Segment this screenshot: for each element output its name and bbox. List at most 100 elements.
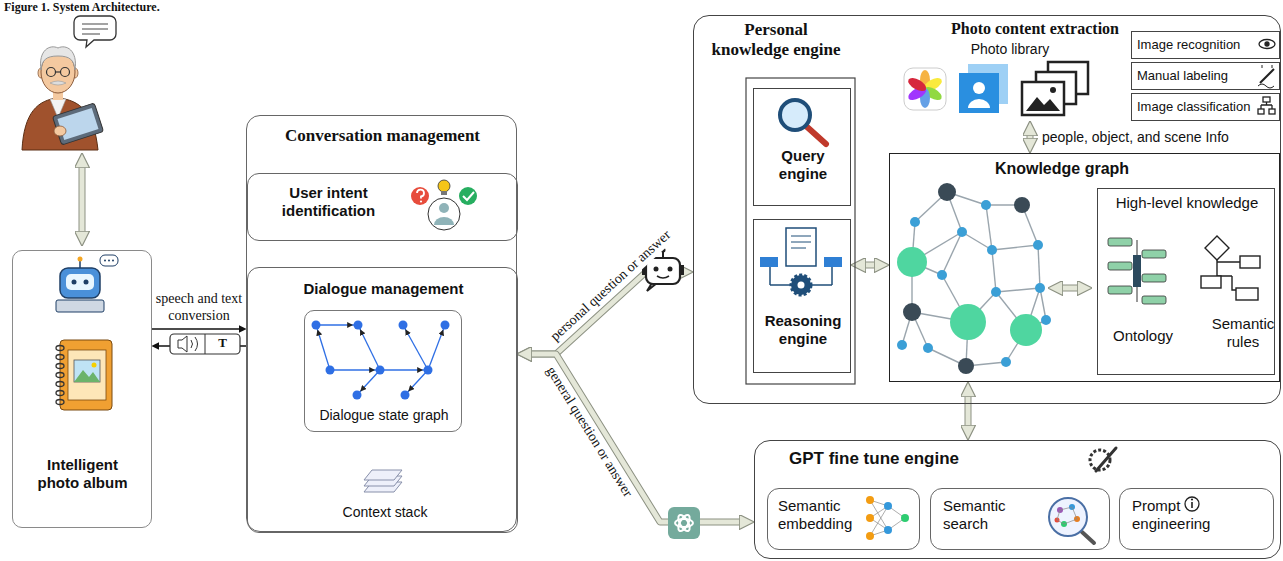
engine-column-frame xyxy=(746,78,855,384)
user-intent-icon xyxy=(428,198,460,230)
node-title: Manual labeling xyxy=(1137,68,1260,84)
photo-album-icon xyxy=(74,370,100,382)
ontology-icon xyxy=(1133,255,1141,287)
search-icon xyxy=(1049,498,1094,543)
robot-icon xyxy=(60,268,100,298)
connector-arrow xyxy=(531,354,740,522)
magnifier-icon xyxy=(780,100,810,130)
knowledge-network xyxy=(950,304,986,340)
robot-icon xyxy=(56,255,118,312)
process-box: User intent identification xyxy=(247,173,518,241)
knowledge-network xyxy=(903,303,921,321)
photo-album-icon xyxy=(92,363,97,368)
gpt-logo xyxy=(668,507,700,539)
reasoning-icon xyxy=(791,248,806,249)
robot-icon xyxy=(112,260,114,262)
connector-arrow xyxy=(531,354,740,522)
knowledge-network xyxy=(992,245,1038,250)
dialogue-state-graph xyxy=(403,325,428,370)
speech-text-icon xyxy=(191,340,193,348)
knowledge-network xyxy=(1001,357,1011,367)
dialogue-state-graph xyxy=(428,325,445,370)
graph-box: Dialogue state graph xyxy=(304,310,462,432)
connector-label: general question or answer xyxy=(541,362,637,502)
photo-library-icons xyxy=(973,82,985,94)
photo-album-icon xyxy=(56,373,64,378)
elderly-user-figure xyxy=(61,68,70,77)
dialogue-state-graph xyxy=(312,321,450,400)
reasoning-icon xyxy=(770,284,790,286)
knowledge-network xyxy=(991,287,1001,297)
double-arrow xyxy=(1062,288,1078,289)
embedding-icon xyxy=(884,502,892,510)
reasoning-icon xyxy=(791,275,811,295)
user-intent-icon xyxy=(441,191,447,195)
node-title: Intelligent photo album xyxy=(25,456,140,492)
user-intent-icon xyxy=(459,187,477,205)
knowledge-network xyxy=(1010,314,1042,346)
reasoning-icon xyxy=(760,257,778,267)
wrench-icon xyxy=(1090,448,1116,471)
node-title: User intent identification xyxy=(266,184,391,220)
dialogue-state-graph xyxy=(316,325,330,370)
dialogue-state-graph xyxy=(358,325,380,370)
embedding-icon xyxy=(866,514,874,522)
process-box: Dialogue managementDialogue state graph xyxy=(247,267,518,533)
elderly-user-figure xyxy=(82,23,108,24)
module-panel: Conversation managementUser intent ident… xyxy=(246,115,517,532)
robot-icon xyxy=(100,255,118,266)
knowledge-network xyxy=(962,232,992,250)
photo-album-icon xyxy=(68,350,106,400)
connector-arrow xyxy=(531,354,740,522)
dialogue-state-graph xyxy=(405,370,428,395)
search-icon xyxy=(1082,532,1094,543)
node-title: Semantic search xyxy=(943,497,1033,533)
user-intent-icon xyxy=(411,180,477,230)
photo-album-icon xyxy=(56,346,64,351)
feature-box: Prompt engineering xyxy=(1119,488,1274,550)
engine-panel: Personal knowledge engineQuery engineRea… xyxy=(693,15,1281,404)
robot-chat-icon xyxy=(657,276,669,278)
speech-text-icon xyxy=(170,334,240,354)
connector-arrow xyxy=(152,329,239,330)
knowledge-network xyxy=(981,200,991,210)
knowledge-box: High-level knowledgeOntologySemantic rul… xyxy=(1097,188,1275,375)
label-icons xyxy=(1259,40,1275,49)
knowledge-network xyxy=(996,288,1040,292)
label-icons xyxy=(1263,97,1270,102)
photo-album-icon xyxy=(74,360,100,382)
dialogue-state-graph xyxy=(312,321,321,330)
photo-library-icons xyxy=(1050,87,1056,93)
node-title: Dialogue state graph xyxy=(305,407,463,424)
robot-icon xyxy=(79,261,81,268)
photo-library-icons xyxy=(968,99,990,108)
info-icon xyxy=(1185,497,1199,511)
connector-label: people, object, and scene Info xyxy=(1040,129,1231,146)
photo-album-icon xyxy=(56,355,64,360)
embedding-icon xyxy=(870,500,905,536)
embedding-icon xyxy=(866,496,874,504)
embedding-icon xyxy=(866,532,874,540)
user-intent-icon xyxy=(439,203,449,213)
connector-arrow xyxy=(865,263,875,268)
knowledge-network xyxy=(897,247,927,277)
dialogue-state-graph xyxy=(312,321,450,400)
knowledge-network xyxy=(937,270,947,280)
reasoning-icon xyxy=(786,228,816,266)
feature-box: Semantic embedding xyxy=(767,488,920,550)
embedding-icon xyxy=(866,496,909,540)
dialogue-state-graph xyxy=(316,324,358,325)
elderly-user-figure xyxy=(82,33,100,34)
dialogue-state-graph xyxy=(354,321,363,330)
robot-icon xyxy=(66,274,94,290)
photo-library-icons xyxy=(906,75,928,94)
node-title: Conversation management xyxy=(247,126,518,146)
robot-chat-icon xyxy=(646,258,680,284)
photo-library-icons xyxy=(904,62,1088,115)
gpt-logo xyxy=(668,507,700,539)
reasoning-icon xyxy=(824,257,842,267)
knowledge-network xyxy=(1014,197,1030,213)
photo-album-icon xyxy=(56,382,64,387)
double-arrow xyxy=(80,167,85,232)
dialogue-state-graph xyxy=(357,370,380,395)
